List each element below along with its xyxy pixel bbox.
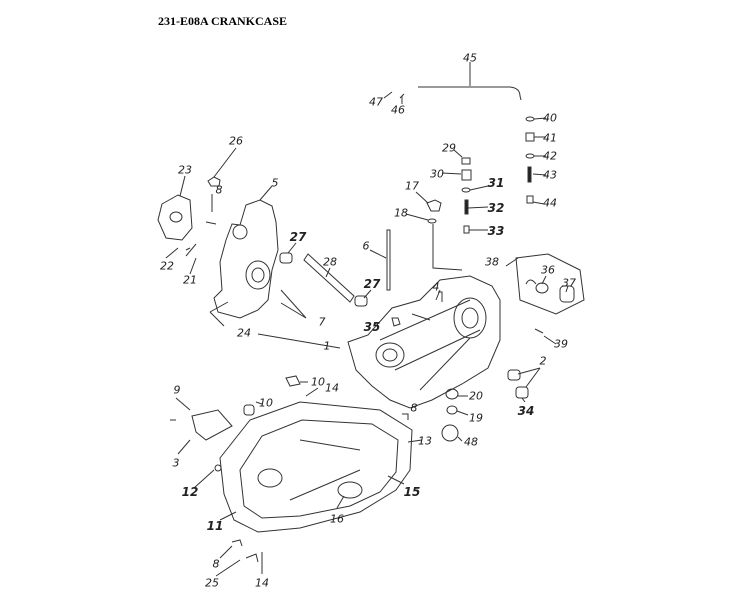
- callout-label-8: 8: [410, 401, 418, 415]
- callout-label-7: 7: [318, 315, 326, 329]
- callout-label-21: 21: [183, 273, 197, 287]
- callout-label-10: 10: [311, 375, 325, 389]
- callout-label-26: 26: [229, 134, 243, 148]
- crankcase-cover-11: [219, 401, 413, 533]
- callout-label-31: 31: [487, 176, 505, 190]
- callout-label-14: 14: [325, 381, 339, 395]
- callout-label-15: 15: [403, 485, 421, 499]
- callout-label-36: 36: [541, 263, 555, 277]
- callout-label-2: 2: [539, 354, 547, 368]
- callout-label-43: 43: [543, 168, 557, 182]
- callout-label-42: 42: [543, 149, 557, 163]
- callout-label-30: 30: [430, 167, 444, 181]
- callout-label-28: 28: [323, 255, 337, 269]
- callout-label-32: 32: [487, 201, 505, 215]
- callout-label-35: 35: [363, 320, 381, 334]
- callout-label-8: 8: [212, 557, 220, 571]
- callout-label-38: 38: [485, 255, 499, 269]
- callout-label-11: 11: [206, 519, 224, 533]
- callout-label-48: 48: [464, 435, 478, 449]
- callout-label-8: 8: [215, 183, 223, 197]
- callout-label-20: 20: [469, 389, 483, 403]
- callout-label-10: 10: [259, 396, 273, 410]
- callout-label-16: 16: [330, 512, 344, 526]
- callout-label-39: 39: [554, 337, 568, 351]
- callout-label-34: 34: [517, 404, 535, 418]
- callout-label-13: 13: [418, 434, 432, 448]
- callout-label-44: 44: [543, 196, 557, 210]
- cable-part-45: [418, 62, 522, 101]
- callout-label-27: 27: [289, 230, 307, 244]
- callout-label-37: 37: [562, 276, 576, 290]
- callout-label-1: 1: [323, 339, 331, 353]
- callout-label-46: 46: [391, 103, 405, 117]
- callout-label-3: 3: [172, 456, 180, 470]
- callout-label-12: 12: [181, 485, 199, 499]
- callout-label-41: 41: [543, 131, 557, 145]
- callout-label-45: 45: [463, 51, 477, 65]
- part-stack-29-33: [441, 149, 489, 234]
- callout-label-14: 14: [255, 576, 269, 590]
- callout-label-19: 19: [469, 411, 483, 425]
- callout-label-6: 6: [362, 239, 370, 253]
- callout-label-29: 29: [442, 141, 456, 155]
- callout-label-40: 40: [543, 111, 557, 125]
- callout-label-18: 18: [394, 206, 408, 220]
- callout-label-24: 24: [237, 326, 251, 340]
- crankcase-half-5: [213, 199, 279, 319]
- callout-label-47: 47: [369, 95, 383, 109]
- callout-label-5: 5: [271, 176, 279, 190]
- callout-label-33: 33: [487, 224, 505, 238]
- callout-label-17: 17: [405, 179, 419, 193]
- diagram-title: 231-E08A CRANKCASE: [158, 14, 288, 28]
- callout-label-4: 4: [432, 280, 440, 294]
- callout-label-27: 27: [363, 277, 381, 291]
- crankcase-main-1: [347, 275, 501, 409]
- callout-label-25: 25: [205, 576, 219, 590]
- part-stack-40-44: [525, 116, 547, 205]
- callout-label-23: 23: [178, 163, 192, 177]
- callout-label-9: 9: [173, 383, 181, 397]
- callout-label-22: 22: [160, 259, 174, 273]
